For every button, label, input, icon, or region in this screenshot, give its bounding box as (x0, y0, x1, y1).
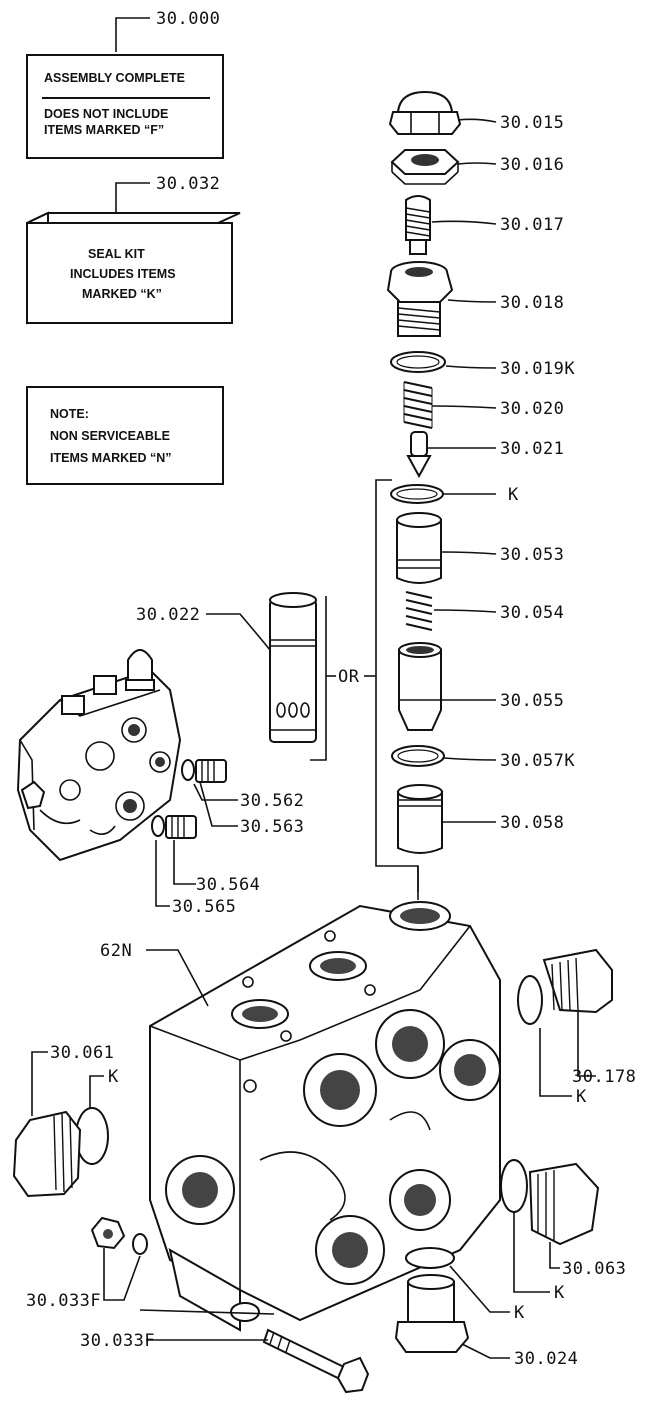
label-62n: 62N (100, 941, 132, 961)
assembly-line3: ITEMS MARKED “F” (44, 123, 164, 137)
label-30-033f-b: 30.033F (80, 1331, 155, 1351)
label-30-017: 30.017 (500, 215, 564, 235)
label-30-033f-a: 30.033F (26, 1291, 101, 1311)
valve-body-30-018 (386, 261, 454, 337)
assembly-complete-box: 30.000 ASSEMBLY COMPLETE DOES NOT INCLUD… (26, 9, 224, 159)
label-30-054: 30.054 (500, 603, 564, 623)
seal-kit-line2: INCLUDES ITEMS (70, 267, 176, 281)
label-30-016: 30.016 (500, 155, 564, 175)
label-30-563: 30.563 (240, 817, 304, 837)
seal-kit-line3: MARKED “K” (82, 287, 162, 301)
assembly-number: 30.000 (156, 9, 220, 29)
small-manifold-view (16, 649, 182, 862)
bolt-assembly-30-033f (90, 1216, 370, 1394)
note-line2: NON SERVICEABLE (50, 429, 170, 443)
label-k-left: K (108, 1067, 119, 1087)
assembly-line2: DOES NOT INCLUDE (44, 107, 168, 121)
piston-30-055 (398, 642, 442, 731)
label-30-058: 30.058 (500, 813, 564, 833)
label-30-024: 30.024 (514, 1349, 578, 1369)
label-30-178: 30.178 (572, 1067, 636, 1087)
leaders (146, 118, 497, 1007)
label-30-564: 30.564 (196, 875, 260, 895)
plug-30-061 (12, 1051, 109, 1198)
plug-30-063 (500, 1159, 600, 1293)
note-line3: ITEMS MARKED “N” (50, 451, 172, 465)
cap-nut-30-015 (388, 90, 462, 135)
adjusting-screw-30-017 (405, 195, 431, 255)
label-30-057k: 30.057K (500, 751, 575, 771)
label-30-020: 30.020 (500, 399, 564, 419)
spring-30-054 (405, 591, 433, 631)
main-manifold-62n (149, 901, 501, 1322)
label-k-right: K (576, 1087, 587, 1107)
assembly-line1: ASSEMBLY COMPLETE (44, 71, 185, 85)
note-box: NOTE: NON SERVICEABLE ITEMS MARKED “N” (26, 386, 224, 485)
label-k-top: K (508, 485, 519, 505)
lock-nut-30-016 (390, 149, 460, 185)
label-30-055: 30.055 (500, 691, 564, 711)
label-30-019k: 30.019K (500, 359, 575, 379)
seat-30-058 (397, 784, 443, 854)
seal-kit-line1: SEAL KIT (88, 247, 145, 261)
seat-30-053 (396, 512, 442, 584)
plug-30-178 (517, 948, 613, 1097)
note-line1: NOTE: (50, 407, 89, 421)
label-30-565: 30.565 (172, 897, 236, 917)
label-k-bottom: K (514, 1303, 525, 1323)
label-30-021: 30.021 (500, 439, 564, 459)
label-30-063: 30.063 (562, 1259, 626, 1279)
label-or: OR (338, 667, 360, 687)
label-30-562: 30.562 (240, 791, 304, 811)
valve-poppet-30-021 (406, 431, 432, 479)
label-30-018: 30.018 (500, 293, 564, 313)
seal-kit-number: 30.032 (156, 174, 220, 194)
fitting-30-564 (151, 815, 197, 839)
spring-30-020 (403, 381, 433, 429)
label-30-061: 30.061 (50, 1043, 114, 1063)
label-30-053: 30.053 (500, 545, 564, 565)
fitting-30-562 (181, 759, 227, 783)
cartridge-30-022 (269, 592, 376, 761)
plug-30-024 (394, 1247, 510, 1359)
label-30-022: 30.022 (136, 605, 200, 625)
label-30-015: 30.015 (500, 113, 564, 133)
label-k-right2: K (554, 1283, 565, 1303)
seal-kit-box: 30.032 SEAL KIT INCLUDES ITEMS MARKED “K… (26, 174, 241, 325)
